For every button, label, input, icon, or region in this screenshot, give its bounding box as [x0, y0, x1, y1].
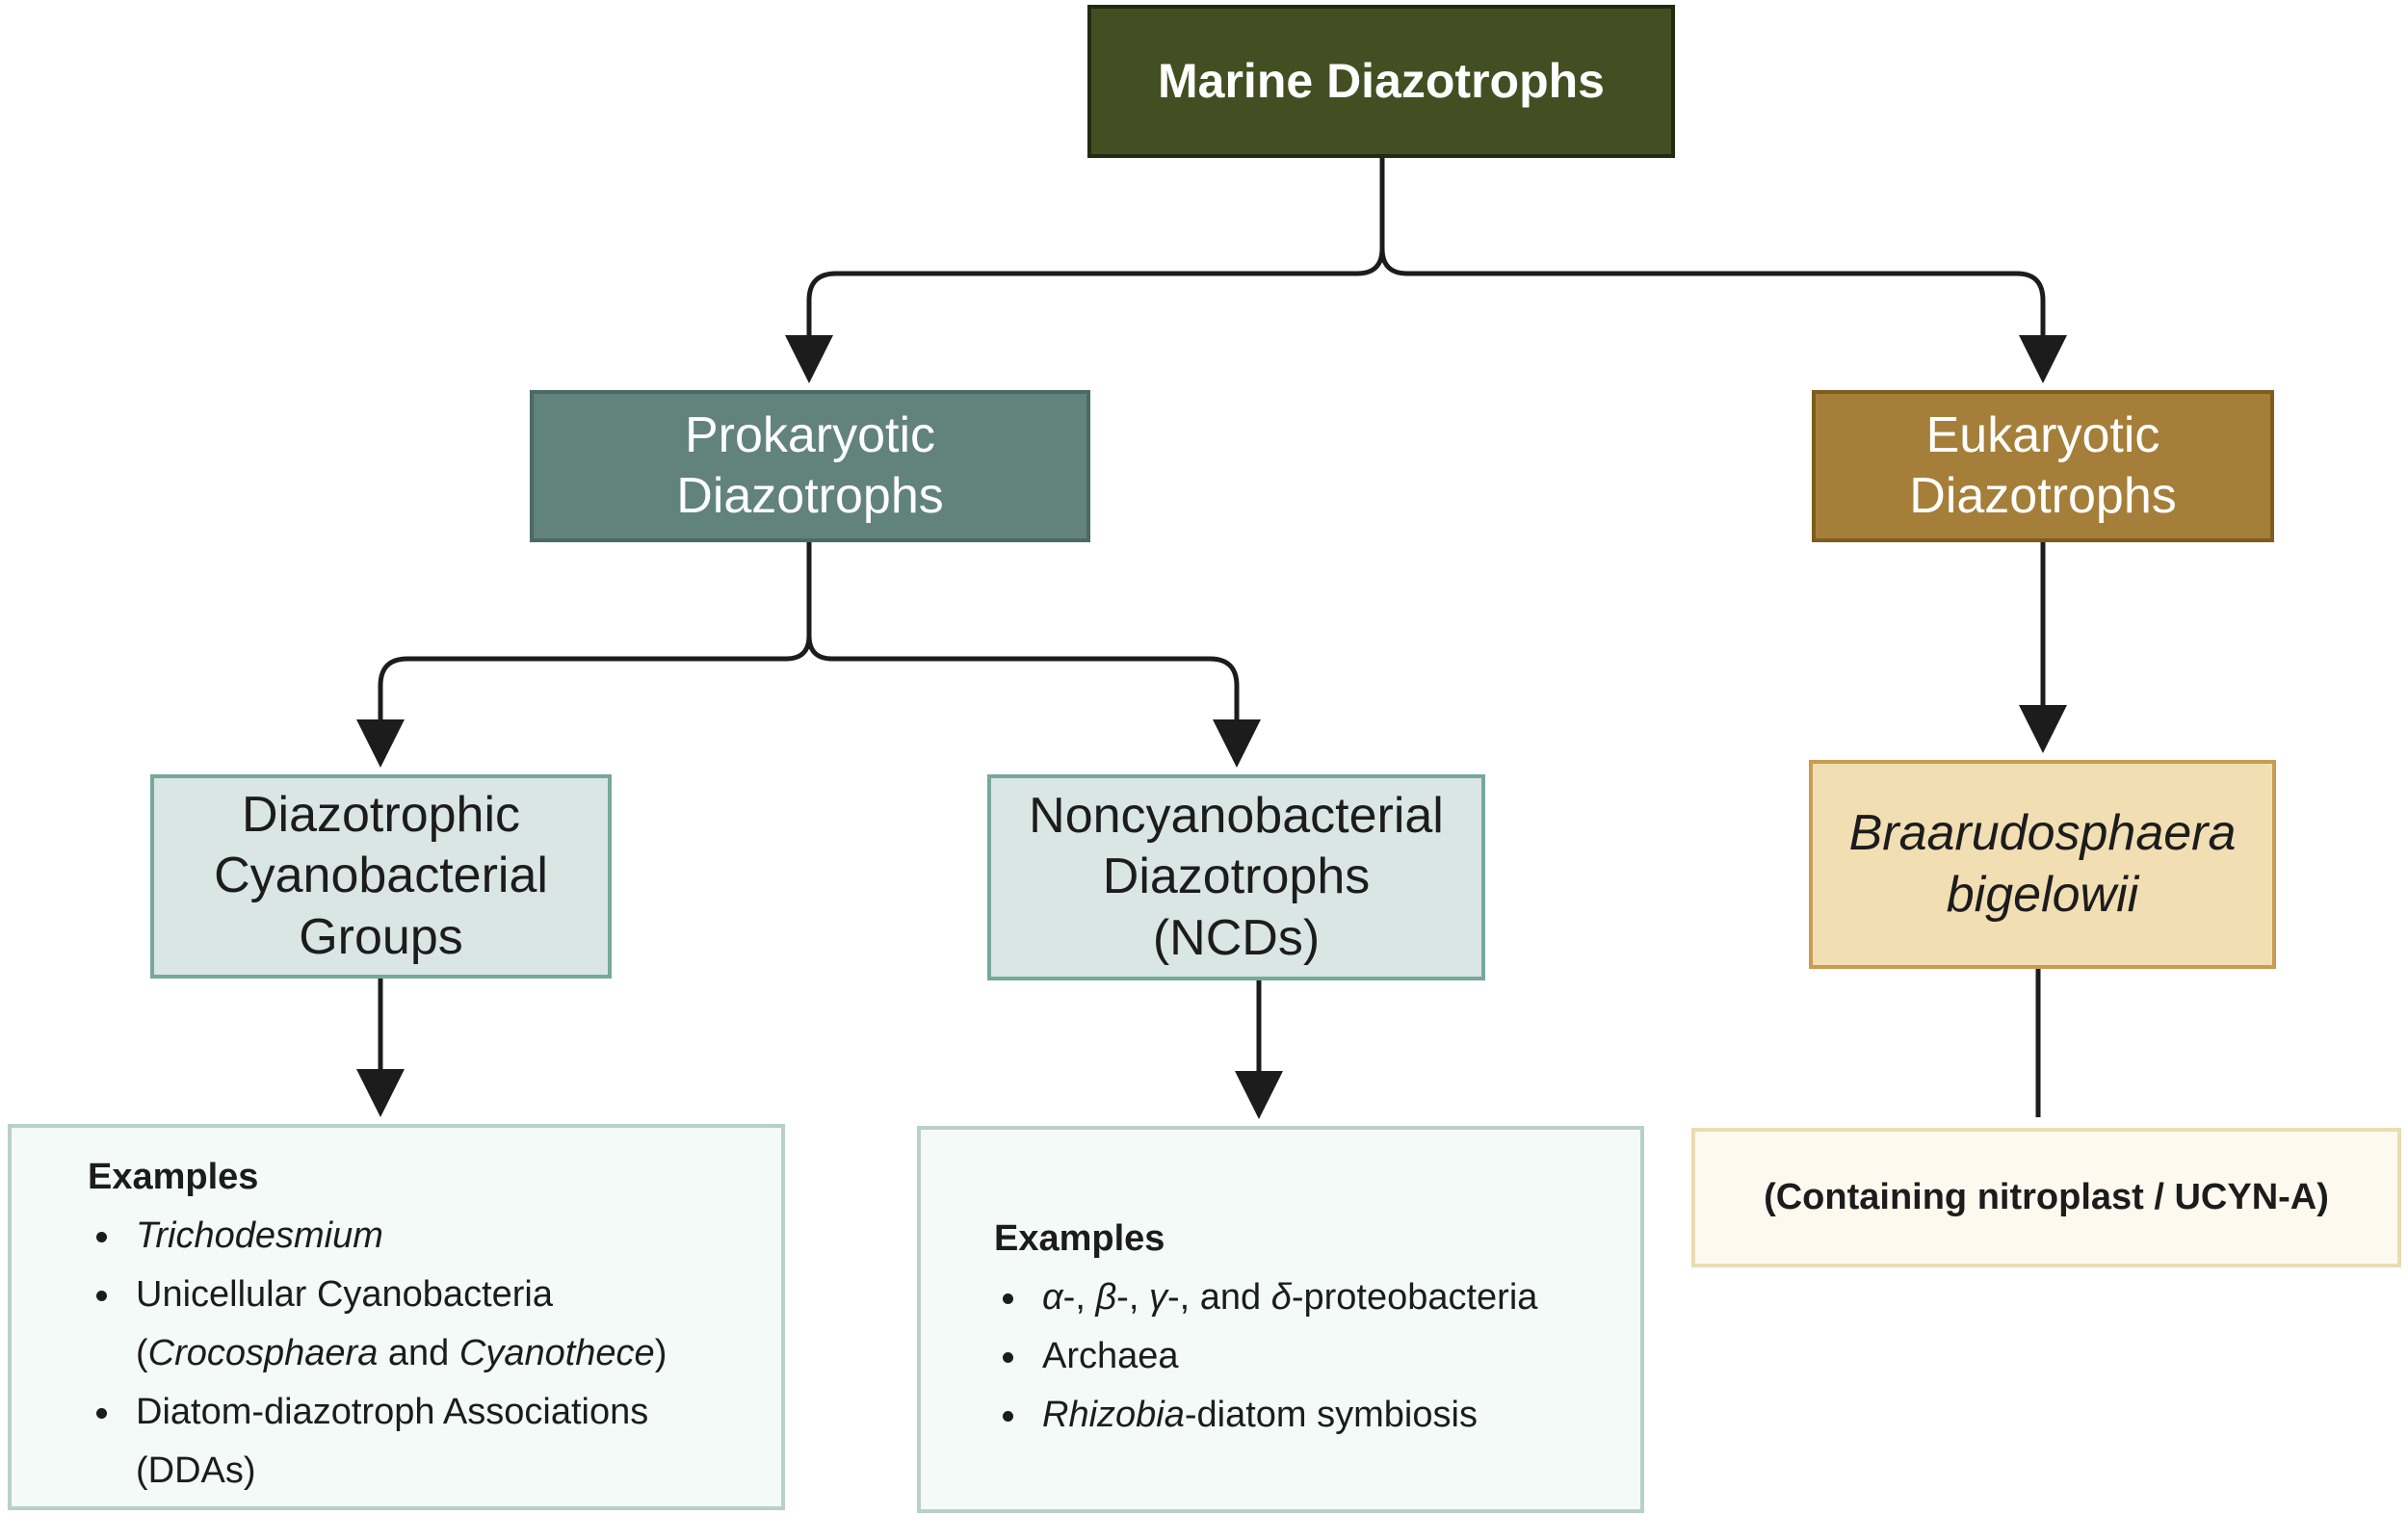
node-label-line-1: Eukaryotic	[1925, 406, 2160, 463]
cyanobacterial-groups-node: Diazotrophic Cyanobacterial Groups	[150, 774, 612, 979]
node-label-line-1: Diazotrophic	[241, 786, 521, 843]
prokaryotic-diazotrophs-node: Prokaryotic Diazotrophs	[530, 390, 1090, 542]
greek-alpha: α	[1042, 1277, 1063, 1318]
arrow-prokaryotic-to-cyanobacterial	[356, 635, 812, 768]
item-text-continued: (DDAs)	[136, 1450, 256, 1491]
nitroplast-node: (Containing nitroplast / UCYN-A)	[1691, 1128, 2401, 1267]
node-label-line-3: (NCDs)	[1152, 909, 1321, 966]
greek-gamma: γ	[1148, 1277, 1167, 1318]
braarudosphaera-bigelowii-node: Braarudosphaera bigelowii	[1809, 760, 2276, 969]
node-label-line-2: Diazotrophs	[676, 468, 944, 524]
taxon-name: Crocosphaera	[147, 1333, 379, 1373]
list-item: Diatom-diazotroph Associations (DDAs)	[88, 1383, 781, 1501]
examples-title: Examples	[88, 1157, 259, 1197]
separator: -, and	[1166, 1277, 1271, 1318]
item-tail: -proteobacteria	[1291, 1277, 1538, 1318]
greek-delta: δ	[1270, 1277, 1292, 1318]
list-item: Trichodesmium	[88, 1207, 781, 1266]
separator: -,	[1062, 1277, 1096, 1318]
taxon-name: Rhizobia	[1042, 1395, 1185, 1435]
item-text: α-, β-, γ-, and δ-proteobacteria	[1042, 1268, 1640, 1327]
marine-diazotrophs-node: Marine Diazotrophs	[1087, 5, 1675, 158]
greek-beta: β	[1095, 1277, 1117, 1318]
separator: -,	[1116, 1277, 1149, 1318]
node-label-line-1: Braarudosphaera	[1848, 805, 2237, 862]
arrow-prokaryotic-to-noncyanobacterial	[806, 635, 1261, 768]
cyanobacterial-examples-box: Examples Trichodesmium Unicellular Cyano…	[8, 1124, 785, 1510]
item-text: Unicellular Cyanobacteria	[136, 1274, 553, 1315]
item-text: Archaea	[1042, 1336, 1179, 1376]
node-label-line-1: Prokaryotic	[684, 406, 936, 463]
taxon-name: Cyanothece	[458, 1333, 655, 1373]
arrow-root-to-prokaryotic	[785, 248, 1385, 383]
close-paren: )	[654, 1333, 667, 1373]
examples-title: Examples	[994, 1218, 1165, 1259]
node-label-line-2: bigelowii	[1946, 866, 2139, 923]
node-label-line-3: Groups	[299, 908, 463, 965]
list-item: Rhizobia-diatom symbiosis	[994, 1386, 1640, 1445]
node-label: Marine Diazotrophs	[1158, 54, 1605, 108]
list-item: α-, β-, γ-, and δ-proteobacteria	[994, 1268, 1640, 1327]
eukaryotic-diazotrophs-node: Eukaryotic Diazotrophs	[1812, 390, 2274, 542]
conjunction: and	[378, 1333, 459, 1373]
arrow-root-to-eukaryotic	[1379, 248, 2067, 383]
node-label-line-2: Cyanobacterial	[214, 848, 548, 904]
examples-list: α-, β-, γ-, and δ-proteobacteria Archaea…	[994, 1268, 1640, 1445]
open-paren: (	[136, 1333, 148, 1373]
item-text-continued: (Crocosphaera and Cyanothece)	[136, 1324, 781, 1383]
list-item: Unicellular Cyanobacteria (Crocosphaera …	[88, 1266, 781, 1383]
examples-list: Trichodesmium Unicellular Cyanobacteria …	[88, 1207, 781, 1501]
list-item: Archaea	[994, 1327, 1640, 1386]
node-label-line-2: Diazotrophs	[1102, 849, 1371, 905]
item-text: Diatom-diazotroph Associations	[136, 1392, 649, 1432]
noncyanobacterial-diazotrophs-node: Noncyanobacterial Diazotrophs (NCDs)	[987, 774, 1485, 980]
node-label: (Containing nitroplast / UCYN-A)	[1764, 1177, 2329, 1218]
item-text: Rhizobia-diatom symbiosis	[1042, 1386, 1640, 1445]
node-label-line-2: Diazotrophs	[1909, 468, 2177, 524]
node-label-line-1: Noncyanobacterial	[1029, 787, 1444, 844]
taxon-name: Trichodesmium	[136, 1215, 383, 1256]
ncd-examples-box: Examples α-, β-, γ-, and δ-proteobacteri…	[917, 1126, 1644, 1513]
item-tail: -diatom symbiosis	[1184, 1395, 1478, 1435]
